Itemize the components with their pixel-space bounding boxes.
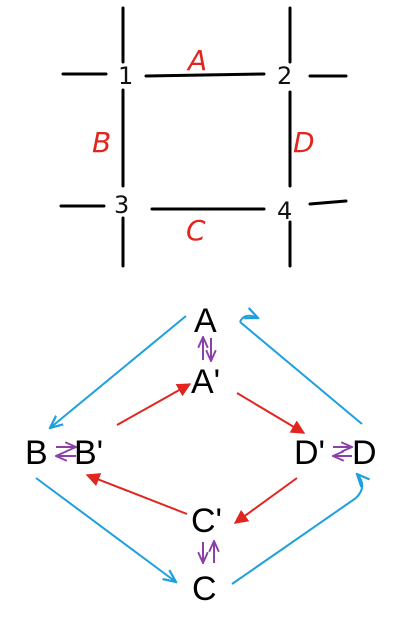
graph-node-d: D (352, 434, 377, 472)
grid-line-h2-right (308, 199, 348, 206)
grid-line-h1-mid (144, 72, 266, 78)
graph-node-c-prime: C' (191, 502, 222, 540)
grid-node-1: 1 (118, 62, 133, 90)
graph-node-c: C (192, 570, 217, 608)
blue-arrow-b-to-c (35, 477, 176, 582)
grid-edge-label-d: D (293, 126, 315, 159)
grid-lines (59, 6, 348, 268)
blue-arrow-c-to-d (231, 497, 357, 585)
blue-arrows (35, 315, 363, 585)
graph-node-a: A (194, 302, 217, 340)
grid-edge-label-a: A (186, 44, 207, 77)
grid-edge-label-c: C (186, 214, 206, 247)
graph-node-d-prime: D' (294, 434, 325, 472)
red-arrow-ap-to-dp (236, 392, 306, 434)
purple-arrows (56, 337, 352, 563)
blue-arrow-c-to-d-hook (356, 474, 362, 499)
red-arrow-dp-to-cp (233, 477, 298, 524)
blue-arrow-d-to-a-hook (239, 316, 258, 323)
grid-node-2: 2 (277, 62, 292, 90)
red-arrows (85, 383, 306, 524)
graph-node-a-prime: A' (191, 363, 220, 401)
blue-arrow-a-to-b (50, 315, 187, 428)
red-arrow-cp-to-bp (85, 473, 188, 515)
grid-node-4: 4 (277, 197, 292, 225)
red-arrow-bp-to-ap (116, 383, 192, 426)
graph-node-b-prime: B' (74, 434, 103, 472)
graph-node-b: B (25, 434, 48, 472)
blue-arrow-d-to-a (239, 321, 363, 425)
grid-edge-label-b: B (92, 126, 111, 159)
grid-node-3: 3 (114, 191, 129, 219)
